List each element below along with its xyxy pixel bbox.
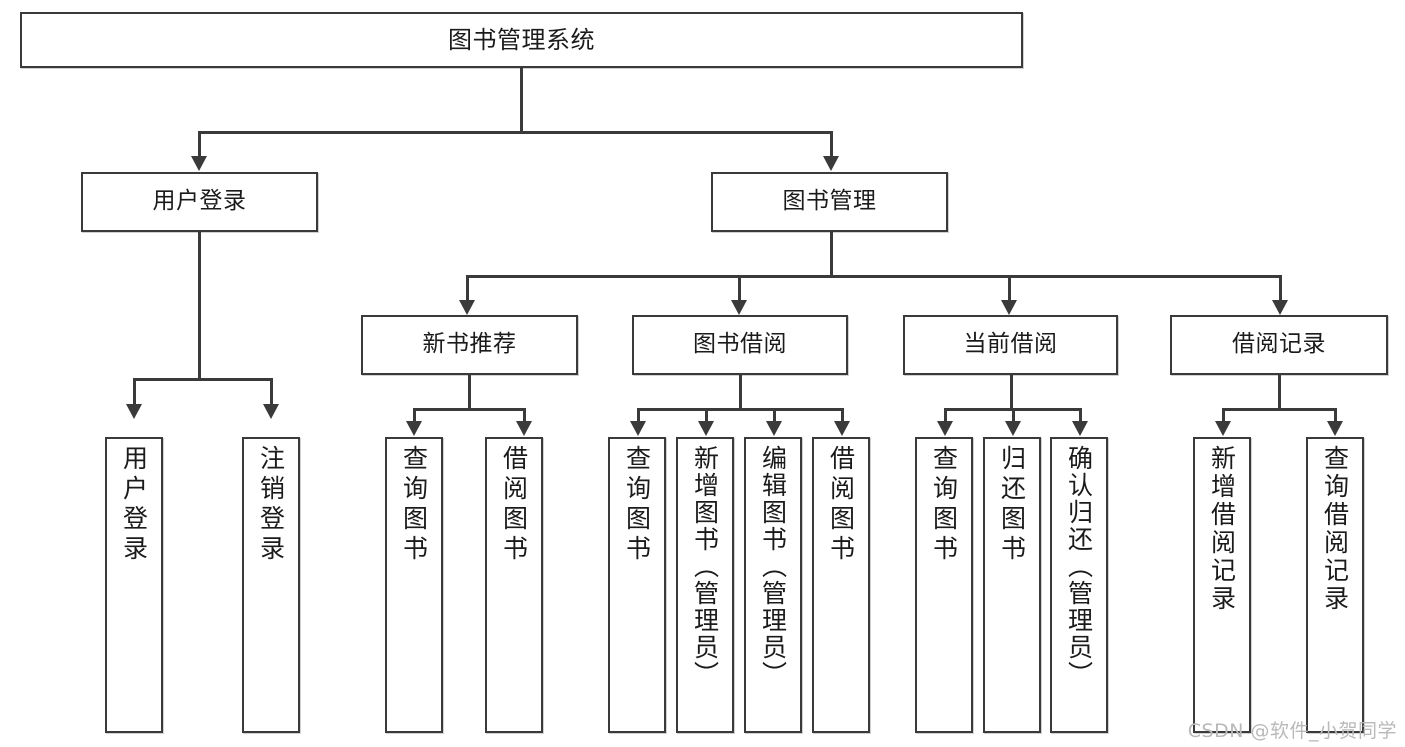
connector-cb-to-leaf-3: [1079, 408, 1082, 426]
node-label: 归还图书: [997, 445, 1027, 565]
arrow-user-login-to-leaf-1: [126, 404, 142, 419]
arrow-bm-to-new-book: [459, 300, 475, 315]
arrow-cb-to-leaf-1: [937, 421, 953, 436]
arrow-bb-to-leaf-4: [834, 421, 850, 436]
connector-bb-to-leaf-4: [841, 408, 844, 426]
connector-book-borrow-stem: [739, 375, 742, 410]
node-label: 借阅图书: [499, 445, 529, 565]
arrow-root-to-user-login: [191, 156, 207, 171]
arrow-bb-to-leaf-2: [698, 421, 714, 436]
connector-user-login-to-leaf-1: [133, 378, 136, 406]
node-label: 查询借阅记录: [1320, 445, 1350, 613]
leaf-new-book-query[interactable]: 查询图书: [385, 437, 443, 733]
node-borrow-record[interactable]: 借阅记录: [1170, 315, 1388, 375]
arrow-bm-to-current-borrow: [1001, 300, 1017, 315]
connector-br-to-leaf-1: [1222, 408, 1225, 426]
connector-cb-to-leaf-2: [1012, 408, 1015, 426]
node-book-management-system[interactable]: 图书管理系统: [20, 12, 1023, 68]
connector-root-to-user-login: [198, 131, 201, 158]
arrow-root-to-book-management: [823, 156, 839, 171]
leaf-current-borrow-confirm-return[interactable]: 确认归还（管理员）: [1050, 437, 1108, 733]
arrow-br-to-leaf-1: [1215, 421, 1231, 436]
node-label: 当前借阅: [963, 331, 1058, 358]
connector-borrow-record-bus: [1222, 408, 1336, 411]
connector-bm-to-new-book: [466, 275, 469, 303]
arrow-nb-to-leaf-2: [516, 421, 532, 436]
connector-book-borrow-bus: [637, 408, 842, 411]
connector-bb-to-leaf-3: [773, 408, 776, 426]
node-label: 查询图书: [622, 445, 652, 565]
leaf-user-login-logout[interactable]: 注销登录: [242, 437, 300, 733]
node-label: 借阅图书: [826, 445, 856, 565]
node-label: 图书管理: [782, 188, 877, 215]
connector-bb-to-leaf-1: [637, 408, 640, 426]
arrow-bm-to-book-borrow: [731, 300, 747, 315]
connector-br-to-leaf-2: [1334, 408, 1337, 426]
connector-bm-to-current-borrow: [1008, 275, 1011, 303]
arrow-bm-to-borrow-record: [1272, 300, 1288, 315]
node-new-book-recommend[interactable]: 新书推荐: [361, 315, 578, 375]
connector-root-bus: [198, 131, 832, 134]
node-label: 确认归还（管理员）: [1064, 445, 1094, 688]
arrow-cb-to-leaf-3: [1072, 421, 1088, 436]
leaf-book-borrow-add[interactable]: 新增图书（管理员）: [676, 437, 734, 733]
node-label: 编辑图书（管理员）: [758, 445, 788, 688]
connector-nb-to-leaf-2: [523, 408, 526, 426]
connector-cb-to-leaf-1: [944, 408, 947, 426]
connector-bm-to-borrow-record: [1279, 275, 1282, 303]
leaf-borrow-record-add[interactable]: 新增借阅记录: [1193, 437, 1251, 733]
node-label: 新增图书（管理员）: [690, 445, 720, 688]
connector-borrow-record-stem: [1278, 375, 1281, 410]
connector-bb-to-leaf-2: [705, 408, 708, 426]
connector-user-login-to-leaf-2: [270, 378, 273, 406]
arrow-bb-to-leaf-1: [630, 421, 646, 436]
connector-book-management-stem: [830, 232, 833, 277]
arrow-br-to-leaf-2: [1327, 421, 1343, 436]
connector-book-management-bus: [466, 275, 1282, 278]
node-label: 新书推荐: [422, 331, 517, 358]
node-book-management[interactable]: 图书管理: [711, 172, 948, 232]
arrow-cb-to-leaf-2: [1005, 421, 1021, 436]
connector-current-borrow-stem: [1010, 375, 1013, 410]
node-label: 用户登录: [152, 188, 247, 215]
arrow-user-login-to-leaf-2: [263, 404, 279, 419]
connector-user-login-stem: [198, 232, 201, 380]
leaf-book-borrow-borrow[interactable]: 借阅图书: [812, 437, 870, 733]
connector-user-login-bus: [133, 378, 271, 381]
connector-new-book-bus: [413, 408, 525, 411]
node-book-borrow[interactable]: 图书借阅: [632, 315, 848, 375]
leaf-current-borrow-query[interactable]: 查询图书: [915, 437, 973, 733]
connector-root-stem: [520, 68, 523, 133]
arrow-nb-to-leaf-1: [406, 421, 422, 436]
connector-bm-to-book-borrow: [738, 275, 741, 303]
leaf-current-borrow-return[interactable]: 归还图书: [983, 437, 1041, 733]
node-current-borrow[interactable]: 当前借阅: [903, 315, 1118, 375]
node-label: 注销登录: [256, 445, 286, 565]
node-label: 借阅记录: [1232, 331, 1326, 358]
node-label: 用户登录: [119, 445, 149, 565]
node-label: 查询图书: [929, 445, 959, 565]
connector-nb-to-leaf-1: [413, 408, 416, 426]
arrow-bb-to-leaf-3: [766, 421, 782, 436]
node-label: 图书借阅: [693, 331, 787, 358]
leaf-book-borrow-edit[interactable]: 编辑图书（管理员）: [744, 437, 802, 733]
node-label: 图书管理系统: [448, 25, 595, 54]
node-label: 查询图书: [399, 445, 429, 565]
connector-new-book-stem: [468, 375, 471, 410]
csdn-watermark: CSDN @软件_小贺同学: [1187, 720, 1397, 742]
leaf-new-book-borrow[interactable]: 借阅图书: [485, 437, 543, 733]
node-label: 新增借阅记录: [1207, 445, 1237, 613]
leaf-book-borrow-query[interactable]: 查询图书: [608, 437, 666, 733]
leaf-borrow-record-query[interactable]: 查询借阅记录: [1306, 437, 1364, 733]
node-user-login[interactable]: 用户登录: [81, 172, 318, 232]
leaf-user-login-login[interactable]: 用户登录: [105, 437, 163, 733]
connector-root-to-book-management: [830, 131, 833, 158]
